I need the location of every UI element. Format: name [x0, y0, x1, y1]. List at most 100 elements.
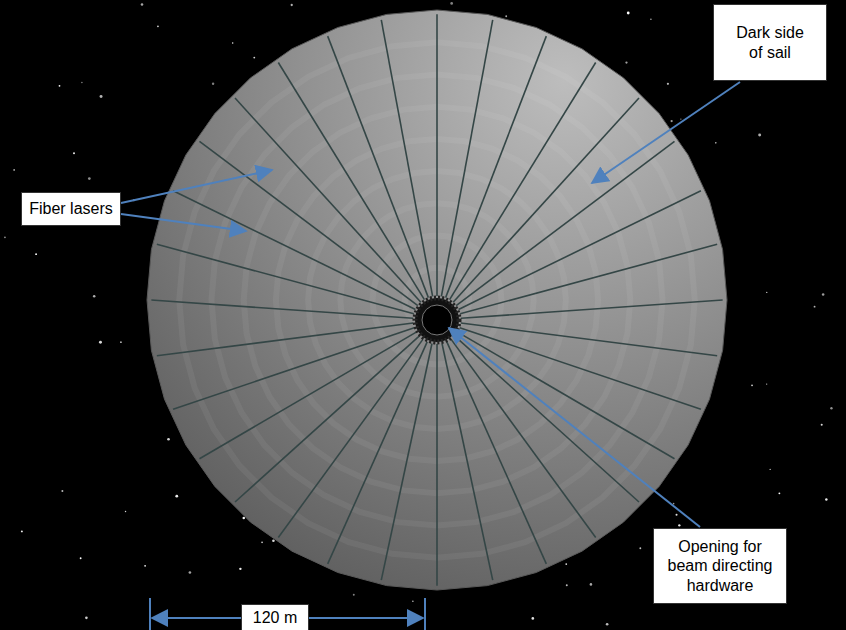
star: [822, 293, 825, 296]
star: [751, 385, 753, 387]
star: [606, 623, 609, 626]
star: [778, 492, 780, 494]
star: [673, 503, 675, 505]
star: [232, 42, 233, 43]
leader-line: [121, 214, 246, 231]
opening-ring: [415, 298, 459, 342]
star: [291, 4, 293, 6]
star: [13, 169, 15, 171]
star: [80, 557, 82, 559]
star: [175, 495, 178, 498]
fiber-laser: [328, 36, 429, 298]
star: [167, 438, 170, 441]
star: [505, 15, 507, 17]
fiber-laser: [278, 339, 423, 537]
star: [412, 600, 414, 602]
star: [531, 617, 534, 620]
fiber-laser: [381, 20, 432, 297]
scale-bar: [150, 598, 425, 630]
callout-box: Opening for beam directing hardware: [653, 528, 787, 604]
star-field: [4, 2, 833, 626]
star: [830, 407, 832, 409]
star: [825, 498, 827, 500]
star: [766, 292, 767, 293]
fiber-laser: [450, 62, 596, 299]
star: [253, 57, 255, 59]
star: [821, 424, 823, 426]
fiber-laser: [235, 336, 419, 502]
fiber-laser: [436, 14, 438, 296]
callout-box: 120 m: [241, 604, 309, 630]
star: [73, 152, 75, 154]
star: [120, 341, 122, 343]
fiber-laser: [461, 300, 723, 318]
star: [125, 511, 126, 512]
star: [189, 571, 192, 574]
star: [625, 61, 627, 63]
star: [81, 82, 82, 83]
star: [100, 95, 103, 98]
fiber-laser: [447, 342, 546, 564]
scale-tick: [149, 598, 151, 630]
fiber-laser: [199, 141, 417, 305]
callout-label: 120 m: [253, 608, 297, 627]
fiber-laser: [436, 344, 438, 586]
star: [35, 253, 37, 255]
star: [639, 547, 641, 549]
star: [353, 594, 355, 596]
star: [242, 517, 245, 520]
star: [566, 584, 568, 586]
fiber-laser: [235, 98, 421, 302]
star: [212, 83, 214, 85]
fiber-laser: [451, 339, 596, 537]
sail-membrane: [147, 10, 727, 590]
star: [272, 539, 275, 542]
callout-box: Fiber lasers: [21, 192, 121, 226]
star: [671, 120, 673, 122]
star: [766, 383, 767, 384]
callout-label: Fiber lasers: [29, 199, 113, 218]
star: [667, 83, 669, 85]
star: [627, 12, 630, 15]
star: [239, 568, 241, 570]
fiber-laser: [442, 343, 493, 580]
callout-label: Opening for beam directing hardware: [664, 537, 776, 595]
callout-box: Dark side of sail: [713, 4, 827, 81]
star: [590, 583, 593, 586]
star: [88, 177, 91, 180]
star: [61, 490, 63, 492]
star: [758, 134, 761, 137]
star: [4, 236, 6, 238]
fiber-laser: [461, 323, 717, 356]
star: [93, 295, 96, 298]
star: [678, 524, 680, 526]
star: [85, 617, 88, 620]
fiber-laser: [441, 20, 492, 297]
star: [141, 3, 144, 6]
sail-disk: [147, 10, 727, 590]
fiber-laser: [157, 244, 414, 313]
fiber-laser: [173, 191, 415, 310]
star: [59, 85, 61, 87]
fiber-laser: [173, 328, 414, 410]
star: [680, 118, 681, 119]
star: [565, 563, 567, 565]
leader-line: [592, 82, 740, 183]
star: [676, 514, 678, 516]
fiber-laser: [455, 336, 639, 502]
callout-label: Dark side of sail: [731, 23, 809, 61]
star: [450, 2, 453, 5]
star: [21, 530, 23, 532]
star: [99, 341, 102, 344]
fiber-laser: [453, 98, 639, 302]
fiber-laser: [199, 332, 416, 459]
fiber-laser: [460, 328, 701, 410]
opening: [422, 305, 452, 335]
leader-line: [121, 170, 272, 203]
fiber-laser: [157, 323, 413, 356]
fiber-laser: [381, 343, 432, 580]
scale-tick: [424, 598, 426, 630]
leader-line: [449, 328, 700, 527]
star: [261, 542, 263, 544]
